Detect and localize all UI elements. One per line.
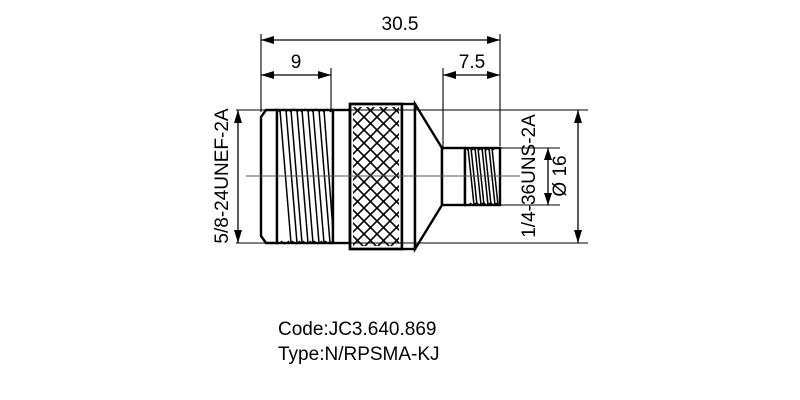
thread-label-left: 5/8-24UNEF-2A — [212, 108, 233, 243]
arrow-diameter-bottom — [574, 230, 582, 243]
dim-label-left-thread-length: 9 — [291, 52, 302, 73]
arrow-right-thread-left — [443, 71, 456, 79]
extension-lines-group — [236, 34, 588, 244]
arrow-small-vertical-bottom — [544, 193, 552, 205]
arrow-left-thread-left — [261, 71, 274, 79]
arrow-left-thread-right — [318, 71, 331, 79]
dimension-lines-group — [234, 36, 582, 243]
thread-label-right: 1/4-36UNS-2A — [519, 114, 540, 238]
arrow-small-vertical-top — [544, 148, 552, 160]
arrow-diameter-top — [574, 110, 582, 123]
caption-type: Type:N/RPSMA-KJ — [278, 344, 440, 365]
arrow-right-thread-right — [487, 71, 500, 79]
connector-body-group — [246, 99, 520, 254]
dim-label-body-diameter: Ø 16 — [550, 155, 571, 196]
arrow-left-vertical-bottom — [234, 230, 242, 243]
arrow-left-vertical-top — [234, 110, 242, 123]
caption-code: Code:JC3.640.869 — [278, 319, 436, 340]
dim-label-overall-length: 30.5 — [382, 14, 419, 35]
dim-label-right-thread-length: 7.5 — [459, 52, 485, 73]
arrow-overall-right — [487, 36, 500, 44]
arrow-overall-left — [261, 36, 274, 44]
right-thread-crests — [466, 147, 498, 206]
